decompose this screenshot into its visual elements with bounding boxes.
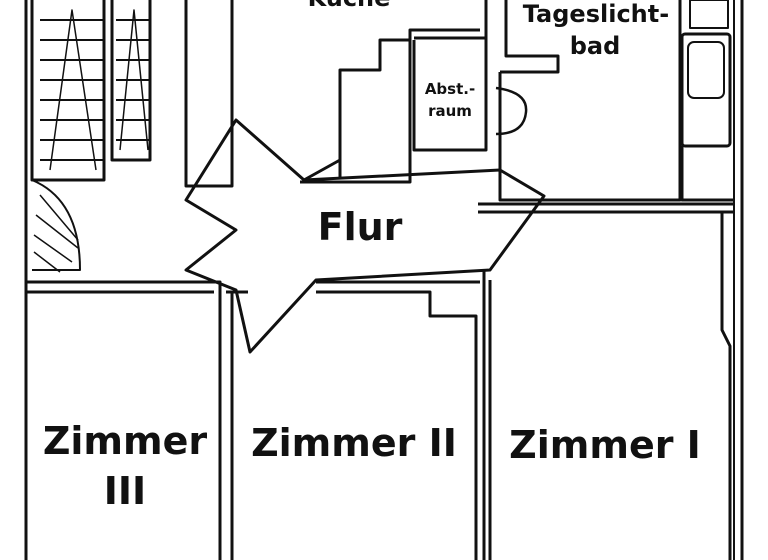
abst-label-line2: raum (428, 102, 472, 120)
flur-label: Flur (317, 205, 403, 249)
kitchen-label-fragment: Küche (274, 0, 424, 10)
bad-label-line2: bad (569, 32, 621, 60)
zimmer1-right-wall (720, 212, 732, 560)
zimmer1-left-wall (482, 270, 492, 560)
abst-raum-walls (412, 36, 488, 152)
zimmer2-top-wall-2 (316, 280, 480, 560)
zimmer2-label: Zimmer II (251, 421, 457, 465)
staircase (30, 0, 152, 273)
abst-label-line1: Abst.- (424, 80, 476, 98)
flur-arrow (184, 118, 546, 354)
flur-bath-wall (478, 202, 734, 214)
bad-label-line1: Tageslicht- (522, 0, 670, 28)
zimmer3-label-line1: Zimmer (42, 419, 208, 463)
zimmer1-label: Zimmer I (509, 423, 701, 467)
zimmer2-top-wall (226, 290, 248, 560)
zimmer3-label-line2: III (103, 469, 147, 513)
rooms-top-wall (26, 280, 222, 560)
kitchen-walls (184, 0, 480, 188)
bathroom-walls (484, 0, 734, 202)
